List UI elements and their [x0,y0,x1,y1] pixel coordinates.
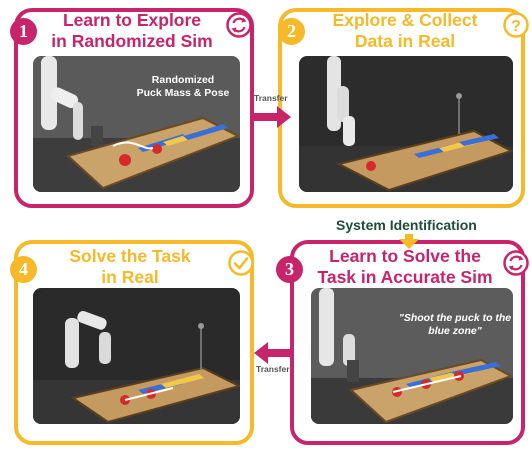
step-3-badge: 3 [276,256,303,283]
panel-4-title: Solve the Task in Real [69,246,191,287]
transfer-arrow-bottom [254,342,292,364]
system-identification-arrow [399,234,419,249]
svg-text:?: ? [511,18,521,35]
transfer-arrow-top [253,106,291,128]
panel-1-overlay-text: Randomized Puck Mass & Pose [136,74,230,99]
panel-4 [14,240,254,445]
panel-3-photo [311,288,513,424]
panel-3-overlay-text: "Shoot the puck to the blue zone" [398,312,512,337]
panel-1-title: Learn to Explore in Randomized Sim [51,10,213,51]
panel-1: Randomized Puck Mass & Pose [14,8,254,208]
panel-2-photo [299,56,513,192]
panel-3: "Shoot the puck to the blue zone" [290,240,525,445]
panel-2-title: Explore & Collect Data in Real [332,10,478,51]
system-identification-label: System Identification [336,217,477,233]
transfer-label-top: Transfer [254,93,288,103]
check-icon [228,250,254,276]
panel-2 [278,8,525,208]
cycle-icon [503,250,529,276]
transfer-label-bottom: Transfer [256,364,290,374]
step-2-badge: 2 [278,18,305,45]
panel-1-photo [33,56,240,192]
question-icon: ? [503,12,529,38]
panel-3-title: Learn to Solve the Task in Accurate Sim [317,246,493,287]
step-1-badge: 1 [10,18,37,45]
cycle-icon [226,12,252,38]
step-4-badge: 4 [10,256,37,283]
panel-4-photo [33,288,240,424]
